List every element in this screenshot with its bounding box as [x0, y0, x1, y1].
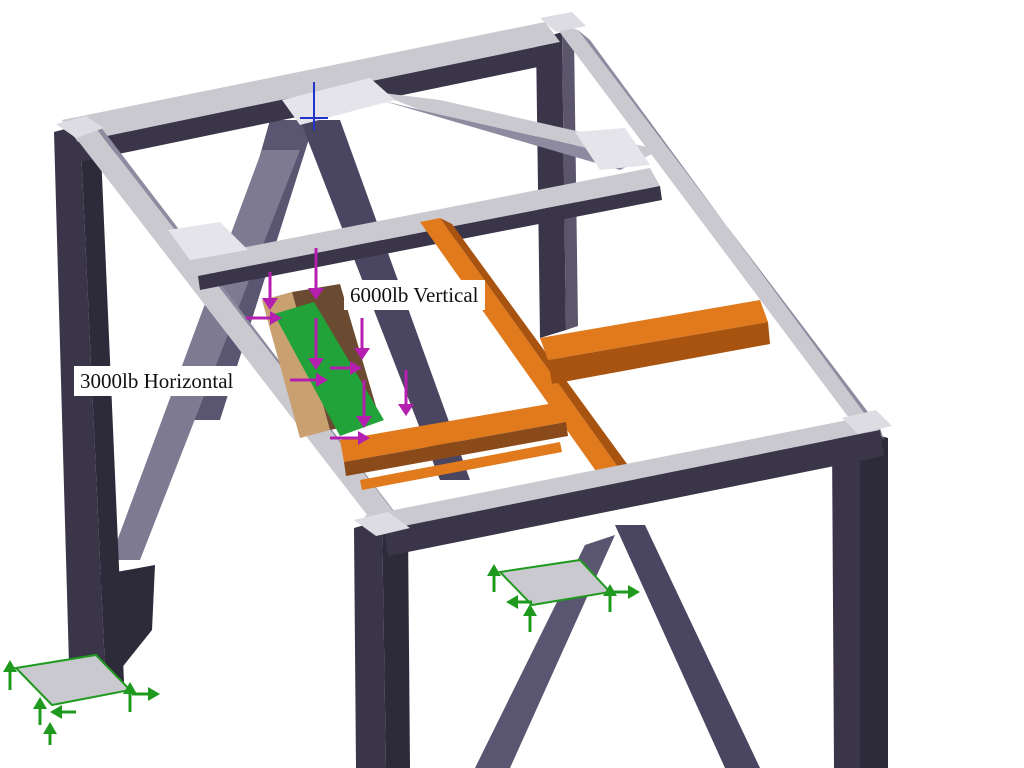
vertical-load-arrows	[262, 248, 414, 428]
horizontal-load-label: 3000lb Horizontal	[74, 366, 240, 396]
front-center-leg	[354, 520, 410, 768]
front-left-leg	[54, 125, 155, 700]
front-right-leg	[832, 430, 888, 768]
corner-caps	[56, 12, 892, 536]
fixed-support-icon	[3, 653, 160, 745]
front-diagonal-braces	[475, 525, 760, 768]
fixed-support-icon	[487, 558, 640, 632]
loaded-face	[274, 302, 384, 436]
top-right-beam	[552, 22, 884, 440]
top-front-beam	[364, 418, 884, 556]
back-right-leg	[536, 32, 578, 338]
gusset-plates	[168, 78, 650, 260]
origin-axis-icon	[300, 82, 328, 130]
vertical-load-label: 6000lb Vertical	[344, 280, 485, 310]
horizontal-load-arrows	[246, 311, 370, 445]
